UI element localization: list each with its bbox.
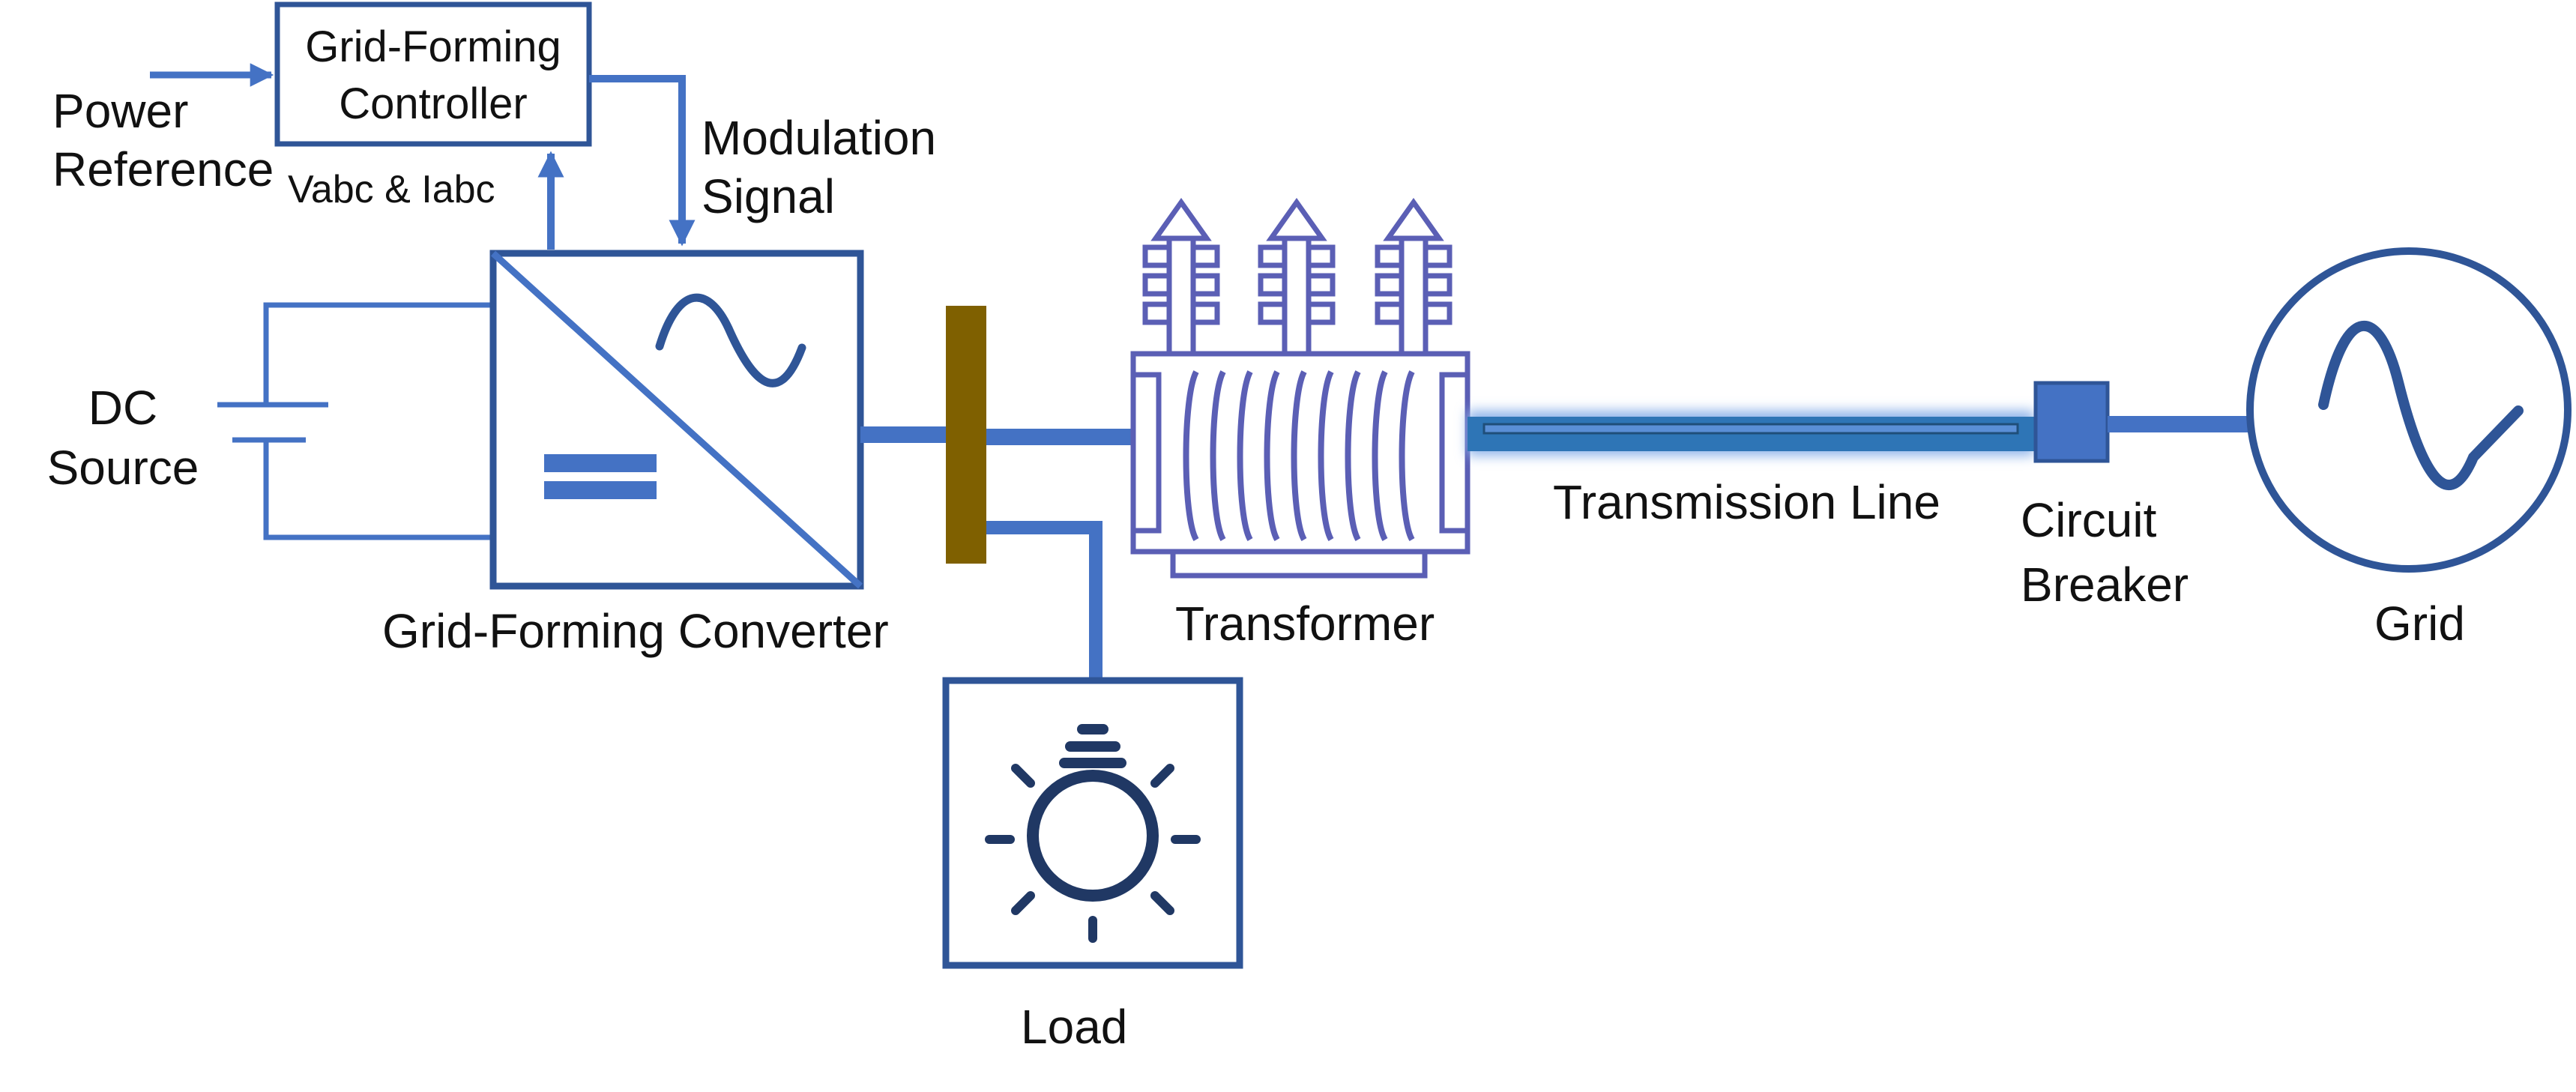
lightbulb-icon (985, 724, 1201, 943)
controller-label-line1: Grid-Forming (305, 22, 561, 71)
bus-bar (946, 306, 986, 564)
grid-label: Grid (2374, 597, 2465, 651)
dc-battery-icon (217, 302, 493, 540)
modulation-signal-arrow (589, 75, 696, 247)
circuit-breaker-label-line2: Breaker (2021, 558, 2189, 612)
controller-box (274, 1, 592, 147)
bus-to-load-wire (986, 521, 1103, 681)
transformer-icon (1130, 197, 1471, 579)
circuit-breaker-label-line1: Circuit (2021, 493, 2157, 547)
circuit-breaker-icon (2033, 381, 2110, 463)
converter-label: Grid-Forming Converter (382, 604, 889, 658)
power-reference-label-line2: Reference (52, 142, 274, 196)
ac-source-icon (2246, 247, 2572, 573)
transmission-line (1468, 411, 2034, 456)
controller-label-line2: Controller (339, 79, 527, 128)
converter-dc-ac-icon (489, 250, 864, 590)
dc-source-label-line2: Source (47, 441, 199, 495)
power-reference-label-line1: Power (52, 84, 188, 138)
transmission-line-label: Transmission Line (1553, 475, 1940, 529)
modulation-signal-label-line2: Signal (702, 169, 835, 223)
transformer-label: Transformer (1175, 597, 1435, 651)
vabc-iabc-label: Vabc & Iabc (288, 168, 495, 211)
dc-source-label-line1: DC (88, 381, 157, 435)
modulation-signal-label-line1: Modulation (702, 111, 936, 165)
load-label: Load (1021, 1000, 1127, 1054)
